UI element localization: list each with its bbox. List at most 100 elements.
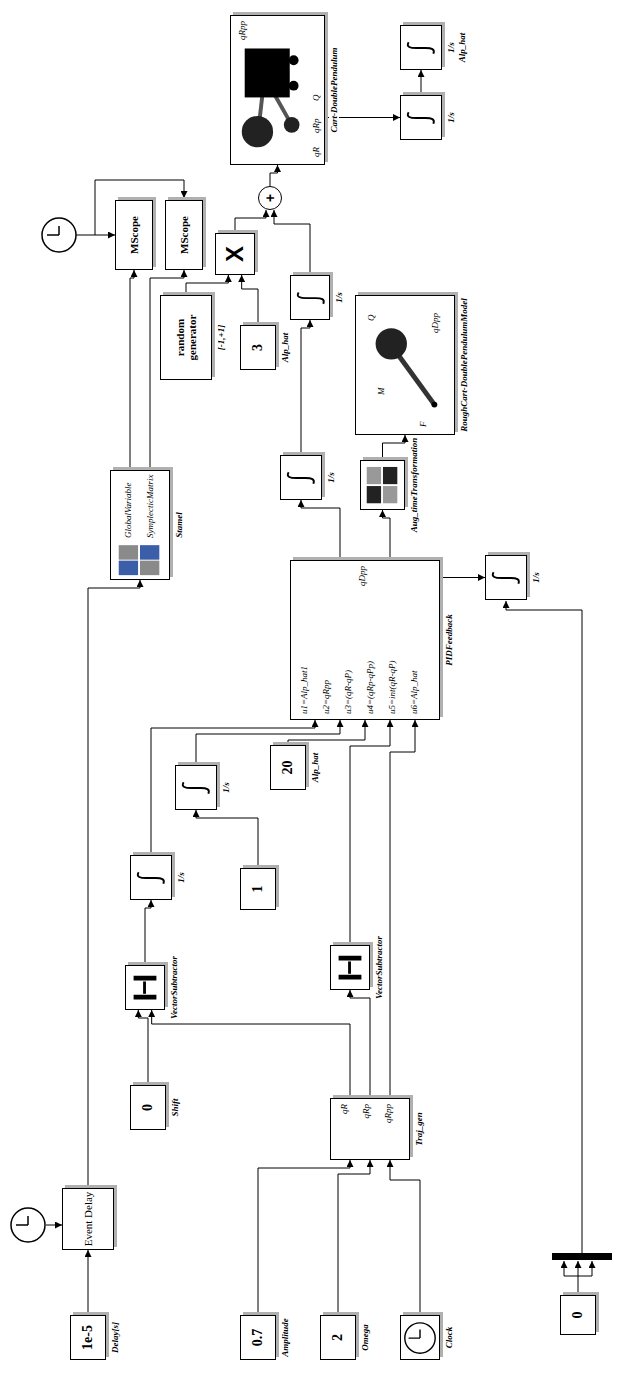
signal-line [288,720,365,745]
event-delay-block: Event Delay [62,1188,114,1250]
block-text: 3 [250,342,266,353]
block-label: VectorSubtractor [169,955,179,1020]
drawing-part [409,1337,420,1338]
drawing-part [140,545,159,560]
signal-line [186,275,228,295]
constant-block: 20Alp_hat [270,745,306,790]
signal-line [440,577,485,578]
block-body: 20 [271,746,305,789]
int-symbol [401,96,441,139]
integrator-block: 1/sAlp_hat [400,25,442,70]
cart-pendulum-block: qRqRpQqRppCart-DoublePendulum [230,15,325,165]
signal-line [383,510,391,560]
block-body: random generator [161,296,211,379]
drawing-part [289,55,299,65]
drawing-part [367,486,381,503]
drawing-part [376,328,407,359]
signal-wire [592,1261,593,1276]
integrator-block: 1/s [485,555,527,600]
signal-line [390,1160,420,1315]
mux-symbol [552,1253,612,1260]
drawing-part [298,292,324,303]
port-label: u1=Alp_hat1 [299,665,310,715]
signal-line [350,720,390,945]
scope-block: MScope [115,200,153,270]
sum-block: + [258,186,282,210]
drawing-part [339,975,362,980]
block-label: Omega [360,1323,370,1352]
drawing-part [27,1216,29,1225]
drawing-part [134,995,157,1000]
port-label: qRp [361,1103,372,1120]
port-label: u4=(qRp-qPp) [365,660,376,715]
drawing-part [493,572,519,583]
vsub-symbol [126,966,164,1009]
port-label: u5=int(qR-qP) [387,659,398,715]
block-label: Traj_gen [414,1111,424,1147]
block-body: 1e-5 [71,1316,105,1359]
port-label: qDpp [430,312,441,334]
block-label: Aug_timeTransformation [409,437,419,534]
port-label: qRpp [383,1103,394,1124]
signal-wire [506,601,582,1253]
vector-subtractor-block: VectorSubtractor [125,965,165,1010]
signal-wire [46,1225,62,1226]
block-body: 1 [241,869,275,909]
signal-wire [564,1276,592,1295]
block-text: 20 [280,759,296,777]
integrator-block: 1/s [280,455,322,500]
drawing-part [383,486,397,503]
signal-line [242,275,258,325]
block-label: 1/s [326,471,336,484]
drawing-part [143,981,146,993]
signal-line [258,1160,350,1315]
constant-block: 3Alp_hat [240,325,276,370]
product-block: X [215,233,255,275]
constant-block: 0.7Amplitude [240,1315,276,1360]
signal-line [301,320,310,455]
scope-block: MScope [165,200,203,270]
signal-line [145,900,151,965]
block-text: 2 [330,1332,346,1343]
block-text: 1e-5 [80,1323,96,1352]
transformation-block: Aug_timeTransformation [360,460,405,510]
port-label: u3=(qR-qP) [343,669,354,715]
signal-wire [564,1261,565,1276]
block-text: 0.7 [250,1327,266,1349]
drawing-part [16,1224,28,1226]
port-label: Q [311,94,322,103]
block-label: [-1,+1] [216,324,226,351]
constant-block: 0 [560,1295,596,1335]
drawing-part [138,872,164,883]
signal-line [383,435,406,460]
block-body: 0 [561,1296,595,1334]
trajectory-generator-block: qRqRpqRppTraj_gen [330,1098,410,1160]
signal-line [130,270,134,470]
block-body: 0 [131,1086,165,1129]
clock-block: Clock [400,1315,440,1360]
integrator-block: 1/s [400,95,442,140]
block-label: Alp_hat [280,332,290,364]
block-body: 2 [321,1316,355,1359]
block-text: 0 [140,1102,156,1113]
drawing-part [288,472,314,483]
block-label: RoughCart-DoublePendulumModel [459,297,469,433]
block-text: 1 [250,884,266,895]
signal-line [350,990,370,1098]
port-label: u2=qRpp [321,679,332,715]
block-label: Alp_hat [310,752,320,784]
signal-line [235,210,266,233]
block-body: + [259,187,281,209]
drawing-part [242,116,273,147]
drawing-part [289,81,299,91]
port-label: qR [311,146,322,158]
pendulum-model-block: FMQqDppRoughCart-DoublePendulumModel [355,295,455,435]
clock-symbol [11,1208,45,1242]
constant-block: 1 [240,868,276,910]
aug-symbol [361,461,404,509]
pid-feedback-block: u1=Alp_hat1 u2=qRpp u3=(qR-qP) u4=(qRp-qPp)… [290,560,440,720]
block-text: MScope [128,214,140,256]
drawing-part [367,467,381,484]
block-label: VectorSubtractor [374,935,384,1000]
drawing-part [119,561,138,576]
